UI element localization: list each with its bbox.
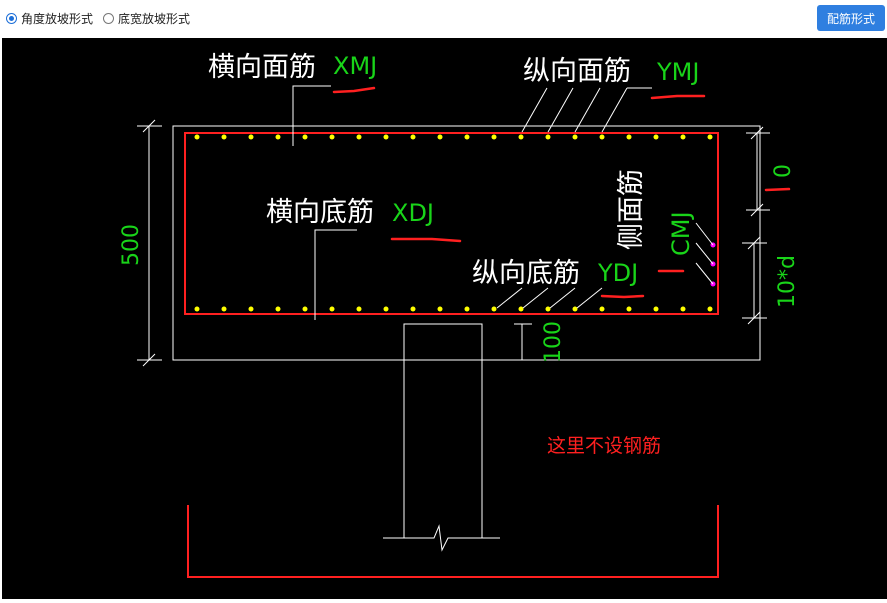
rebar-form-button[interactable]: 配筋形式 xyxy=(817,5,885,31)
bottom-rebar-dot xyxy=(275,306,281,312)
top-rebar-dot xyxy=(356,134,362,140)
bottom-transverse-code: XDJ xyxy=(392,199,434,227)
top-rebar-dot xyxy=(410,134,416,140)
top-rebar-dot xyxy=(329,134,335,140)
dim-bottom: 100 xyxy=(541,321,566,363)
top-rebar-dot xyxy=(680,134,686,140)
bottom-rebar-dot xyxy=(491,306,497,312)
side-rebar-dots xyxy=(710,242,716,287)
toolbar: 角度放坡形式 底宽放坡形式 配筋形式 xyxy=(0,0,887,38)
radio-checked-icon[interactable] xyxy=(6,13,17,24)
bottom-rebar-dot xyxy=(653,306,659,312)
bottom-rebar-dot xyxy=(626,306,632,312)
top-rebar-dot xyxy=(572,134,578,140)
bottom-rebar-dot xyxy=(545,306,551,312)
bottom-longitudinal-label: 纵向底筋 xyxy=(472,258,580,289)
no-rebar-bracket xyxy=(187,505,719,578)
drawing-canvas: 横向面筋 XMJ 纵向面筋 YMJ 横向底筋 XDJ 纵向底筋 YDJ 侧面筋 … xyxy=(2,38,887,599)
code-underlines xyxy=(332,86,791,299)
bottom-rebar-dot xyxy=(356,306,362,312)
top-rebar-dot xyxy=(383,134,389,140)
radio-angle-slope[interactable]: 角度放坡形式 xyxy=(6,10,93,27)
top-rebar-dot xyxy=(275,134,281,140)
radio-unchecked-icon[interactable] xyxy=(103,13,114,24)
top-rebar-dot xyxy=(518,134,524,140)
radio-bottom-width-slope-label: 底宽放坡形式 xyxy=(118,12,191,26)
dim-side-spacing: 10*d xyxy=(775,255,800,308)
bottom-rebar-dot xyxy=(221,306,227,312)
column xyxy=(383,323,500,552)
side-rebar-code: CMJ xyxy=(667,211,695,256)
top-rebar-dot xyxy=(545,134,551,140)
dim-height: 500 xyxy=(119,224,144,266)
no-rebar-note: 这里不设钢筋 xyxy=(547,435,661,457)
top-longitudinal-code: YMJ xyxy=(656,58,699,86)
leader-lines xyxy=(292,85,714,320)
top-rebar-dot xyxy=(707,134,713,140)
top-transverse-code: XMJ xyxy=(333,52,377,80)
bottom-transverse-label: 横向底筋 xyxy=(266,197,374,228)
top-rebar-dot xyxy=(437,134,443,140)
rebar-loop xyxy=(184,132,719,315)
bottom-rebar-dot xyxy=(194,306,200,312)
top-transverse-label: 横向面筋 xyxy=(208,52,316,83)
bottom-rebar-dot xyxy=(329,306,335,312)
top-rebar-dot xyxy=(302,134,308,140)
radio-bottom-width-slope[interactable]: 底宽放坡形式 xyxy=(103,10,190,27)
bottom-rebar-dot xyxy=(518,306,524,312)
bottom-rebar-dot xyxy=(437,306,443,312)
radio-angle-slope-label: 角度放坡形式 xyxy=(21,12,94,26)
bottom-rebar-dot xyxy=(410,306,416,312)
rebar-drawing: 横向面筋 XMJ 纵向面筋 YMJ 横向底筋 XDJ 纵向底筋 YDJ 侧面筋 … xyxy=(119,52,800,578)
top-rebar-dot xyxy=(491,134,497,140)
top-longitudinal-label: 纵向面筋 xyxy=(523,56,631,87)
bottom-rebar-dot xyxy=(599,306,605,312)
bottom-rebar-dot xyxy=(707,306,713,312)
top-rebar-dot xyxy=(464,134,470,140)
top-rebar-dots xyxy=(194,134,713,140)
bottom-longitudinal-code: YDJ xyxy=(597,259,638,287)
bottom-rebar-dots xyxy=(194,306,713,312)
bottom-rebar-dot xyxy=(248,306,254,312)
top-rebar-dot xyxy=(194,134,200,140)
side-rebar-label: 侧面筋 xyxy=(616,169,647,250)
dimension-lines xyxy=(137,119,770,367)
top-rebar-dot xyxy=(221,134,227,140)
bottom-rebar-dot xyxy=(383,306,389,312)
bottom-rebar-dot xyxy=(302,306,308,312)
bottom-rebar-dot xyxy=(572,306,578,312)
bottom-rebar-dot xyxy=(680,306,686,312)
top-rebar-dot xyxy=(248,134,254,140)
top-rebar-dot xyxy=(653,134,659,140)
dim-top-gap: 0 xyxy=(771,164,796,178)
top-rebar-dot xyxy=(599,134,605,140)
bottom-rebar-dot xyxy=(464,306,470,312)
top-rebar-dot xyxy=(626,134,632,140)
